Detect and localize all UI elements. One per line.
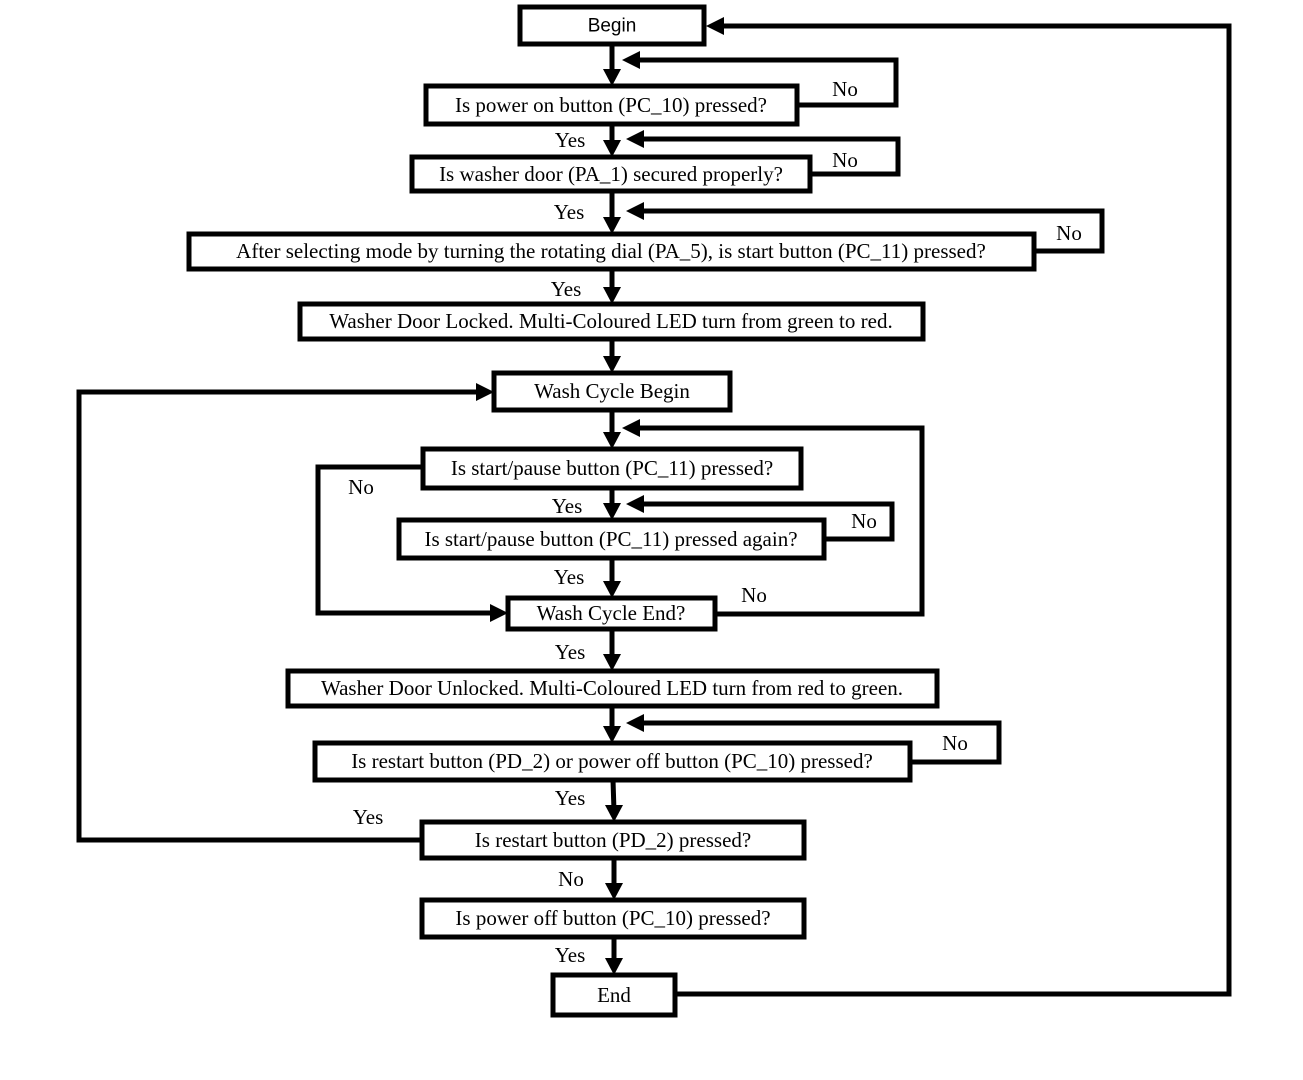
label-yes-restart: Yes (353, 805, 384, 829)
arrow-into-poweroff (605, 883, 623, 900)
node-door-unlocked: Washer Door Unlocked. Multi-Coloured LED… (285, 668, 940, 709)
arrow-end-begin (706, 17, 724, 35)
arrow-no-mode (626, 202, 644, 220)
arrow-yes-restart (476, 383, 494, 401)
node-power-off-text: Is power off button (PC_10) pressed? (455, 906, 770, 930)
label-yes-mode: Yes (551, 277, 582, 301)
arrow-into-mode (603, 217, 621, 234)
arrow-no-pause-again (626, 495, 644, 513)
arrow-no-door (626, 130, 644, 148)
label-yes-power-off: Yes (555, 943, 586, 967)
arrow-into-unlocked (603, 654, 621, 671)
node-begin: Begin (517, 4, 707, 47)
arrow-into-end (605, 958, 623, 975)
node-wash-end: Wash Cycle End? (505, 595, 718, 632)
loop-no-mode (640, 208, 1105, 254)
loop-end-begin (675, 23, 1232, 997)
label-yes-restart-or-off: Yes (555, 786, 586, 810)
label-no-restart: No (558, 867, 584, 891)
arrow-into-again (603, 503, 621, 520)
node-restart-or-off: Is restart button (PD_2) or power off bu… (312, 740, 913, 783)
loop-no-power-on (636, 57, 899, 108)
label-no-pause: No (348, 475, 374, 499)
arrow-into-washbegin (603, 356, 621, 373)
arrow-into-power (603, 69, 621, 86)
arrow-no-wash-end (622, 419, 640, 437)
arrow-no-power-on (622, 51, 640, 69)
node-restart-pressed: Is restart button (PD_2) pressed? (419, 819, 807, 861)
edge-labels: No Yes No Yes No Yes No Yes No Yes No Ye… (348, 77, 1082, 967)
label-no-mode: No (1056, 221, 1082, 245)
label-yes-pause: Yes (552, 494, 583, 518)
label-yes-wash-end: Yes (555, 640, 586, 664)
arrow-into-pause (603, 432, 621, 449)
arrow-into-washend (603, 581, 621, 598)
node-door-secured: Is washer door (PA_1) secured properly? (409, 154, 813, 194)
loop-no-door (640, 136, 901, 177)
label-no-power-on: No (832, 77, 858, 101)
label-no-pause-again: No (851, 509, 877, 533)
node-door-locked: Washer Door Locked. Multi-Coloured LED t… (297, 301, 926, 342)
node-wash-end-text: Wash Cycle End? (537, 601, 686, 625)
connectors (76, 23, 1232, 997)
loop-yes-restart (76, 389, 480, 843)
node-pause-again-text: Is start/pause button (PC_11) pressed ag… (424, 527, 797, 551)
label-no-restart-or-off: No (942, 731, 968, 755)
node-power-off: Is power off button (PC_10) pressed? (419, 897, 807, 940)
node-pause-again: Is start/pause button (PC_11) pressed ag… (396, 517, 827, 561)
loop-no-restart-or-off (640, 720, 1002, 765)
loop-no-pause (315, 464, 494, 616)
arrow-into-door (603, 140, 621, 157)
label-no-door: No (832, 148, 858, 172)
loop-no-pause-again (640, 501, 895, 542)
arrow-into-locked (603, 287, 621, 304)
node-door-unlocked-text: Washer Door Unlocked. Multi-Coloured LED… (321, 676, 903, 700)
arrow-into-restart (605, 805, 623, 822)
node-power-on-text: Is power on button (PC_10) pressed? (455, 93, 767, 117)
label-yes-door: Yes (554, 200, 585, 224)
arrow-into-restartoff (603, 726, 621, 743)
node-end: End (550, 972, 678, 1018)
arrowheads (476, 17, 724, 975)
node-end-text: End (597, 983, 631, 1007)
arrow-no-pause (490, 604, 508, 622)
label-yes-pause-again: Yes (554, 565, 585, 589)
node-power-on: Is power on button (PC_10) pressed? (423, 83, 800, 127)
node-select-mode: After selecting mode by turning the rota… (186, 231, 1037, 272)
node-door-secured-text: Is washer door (PA_1) secured properly? (439, 162, 783, 186)
node-door-locked-text: Washer Door Locked. Multi-Coloured LED t… (329, 309, 892, 333)
loop-no-wash-end (636, 425, 925, 617)
node-wash-begin-text: Wash Cycle Begin (534, 379, 690, 403)
node-wash-begin: Wash Cycle Begin (491, 370, 733, 413)
node-select-mode-text: After selecting mode by turning the rota… (236, 239, 986, 263)
node-restart-pressed-text: Is restart button (PD_2) pressed? (475, 828, 751, 852)
label-yes-power-on: Yes (555, 128, 586, 152)
arrow-no-restart-or-off (626, 714, 644, 732)
node-pause-pressed: Is start/pause button (PC_11) pressed? (420, 446, 804, 491)
node-pause-pressed-text: Is start/pause button (PC_11) pressed? (451, 456, 773, 480)
label-no-wash-end: No (741, 583, 767, 607)
node-restart-or-off-text: Is restart button (PD_2) or power off bu… (351, 749, 873, 773)
node-begin-text: Begin (588, 16, 637, 37)
